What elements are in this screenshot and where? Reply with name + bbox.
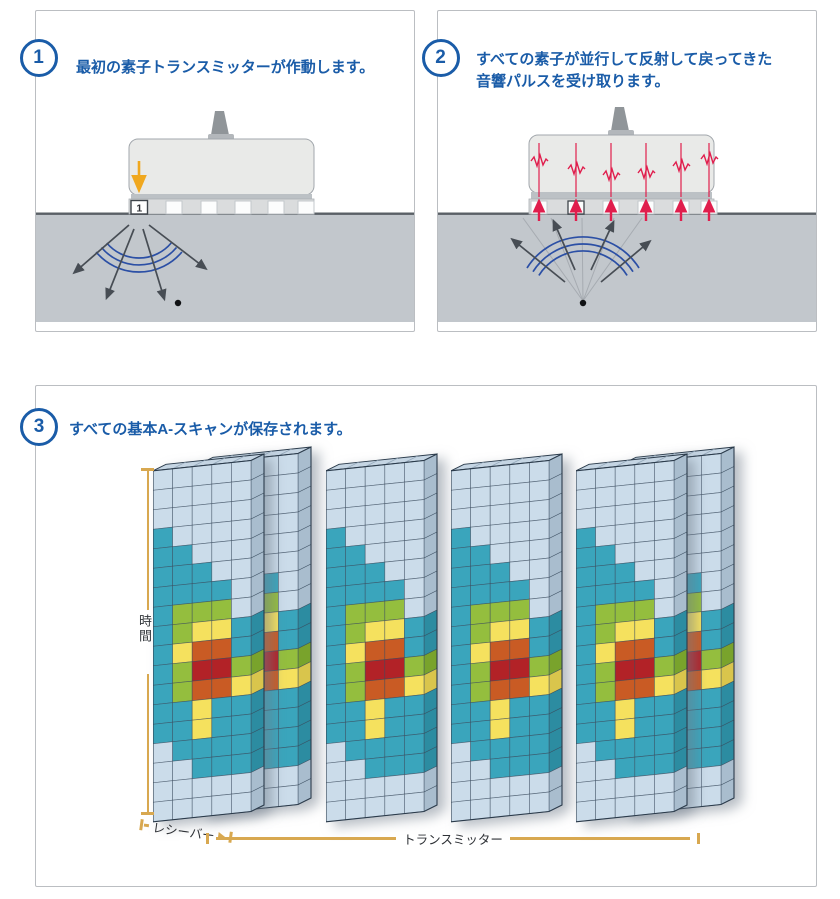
- defect-dot: [174, 299, 182, 307]
- wavefront-arcs: [95, 242, 183, 273]
- step-number: 2: [435, 47, 446, 68]
- ascan-stack-illustration: [36, 386, 816, 886]
- step2-title-line2: 音響パルスを受け取ります。: [476, 73, 670, 90]
- step3-title: すべての基本A-スキャンが保存されます。: [69, 421, 352, 438]
- panel-step2: 2 すべての素子が並行して反射して戻ってきた 音響パルスを受け取ります。: [421, 10, 817, 332]
- panel-step3: 時間 レシーバー トランスミッター 3 すべての基本A-スキャンが保存されます。: [20, 385, 817, 887]
- dimension-tick: [697, 833, 701, 844]
- probe-handle: [211, 111, 229, 135]
- step1-title: 最初の素子トランスミッターが作動します。: [76, 59, 375, 76]
- ascan-slab: [153, 453, 265, 823]
- time-axis-line: [146, 470, 149, 610]
- received-pulse-waveforms: [530, 143, 719, 221]
- transmit-illustration: 1: [36, 111, 414, 322]
- step-number: 3: [33, 416, 45, 437]
- panel-step1: 1 1 最初の素子トランスミッターが作動します。: [19, 10, 415, 332]
- time-axis-bottom-tick: [141, 812, 154, 815]
- receive-illustration: [438, 107, 816, 322]
- test-material: [438, 214, 816, 322]
- probe-body: [128, 138, 315, 196]
- step2-title-line1: すべての素子が並行して反射して戻ってきた: [476, 51, 773, 68]
- dimension-stub: [143, 823, 150, 827]
- time-axis-line: [146, 674, 149, 812]
- ascan-slab: [576, 453, 688, 823]
- ascan-slab: [326, 453, 438, 823]
- probe: 1: [128, 111, 315, 215]
- dimension-line: [509, 837, 691, 840]
- beam-arrows: [72, 224, 208, 302]
- step-number-badge: 3: [20, 408, 58, 446]
- transmitter-label: トランスミッター: [403, 833, 503, 847]
- probe-handle: [611, 107, 629, 131]
- probe: [528, 107, 719, 221]
- step-number: 1: [33, 47, 44, 68]
- probe-underbar: [531, 192, 712, 199]
- step-number-badge: 2: [421, 39, 460, 77]
- dimension-tick: [206, 833, 209, 844]
- time-axis-label: 時間: [137, 614, 152, 644]
- step-number-badge: 1: [19, 39, 58, 77]
- echo-arrows: [510, 218, 652, 283]
- transmitter-dimension: トランスミッター: [206, 829, 701, 848]
- wavefront-arcs: [526, 236, 640, 276]
- ascan-slab: [451, 453, 563, 823]
- test-material: [36, 214, 414, 322]
- defect-dot: [579, 299, 587, 307]
- probe-underbar: [131, 194, 312, 200]
- element-1-box: [130, 199, 149, 215]
- probe-body: [528, 134, 715, 194]
- elements: 1: [130, 199, 315, 215]
- dimension-line: [216, 837, 397, 840]
- step2-title: すべての素子が並行して反射して戻ってきた 音響パルスを受け取ります。: [476, 49, 772, 93]
- element-1-label: 1: [136, 203, 142, 215]
- element-strip: [128, 198, 315, 215]
- time-axis-top-tick: [141, 468, 154, 471]
